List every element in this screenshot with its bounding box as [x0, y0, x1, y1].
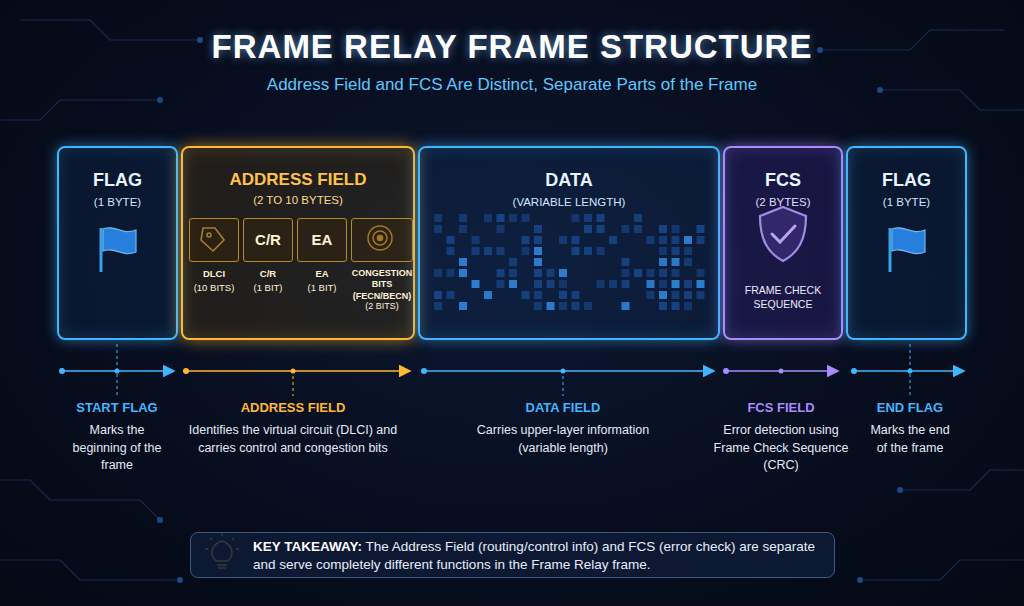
timeline-arrow — [62, 370, 964, 372]
segment-description: Error detection using Frame Check Sequen… — [706, 422, 856, 475]
data-field: DATA (VARIABLE LENGTH) — [418, 146, 720, 340]
segment-name: ADDRESS FIELD — [193, 400, 393, 415]
icon-frame — [189, 218, 239, 262]
field-name: DATA — [420, 170, 718, 191]
flag-field: FLAG (1 BYTE) — [846, 146, 967, 340]
ea-subfield: EA EA (1 BIT) — [297, 218, 347, 330]
field-detail: FRAME CHECK SEQUENCE — [725, 284, 841, 311]
congestion-subfield: CONGESTION BITS (FECN/BECN)(2 BITS) — [351, 218, 413, 330]
segment-description: Marks the end of the frame — [864, 422, 956, 457]
field-detail: (VARIABLE LENGTH) — [420, 196, 718, 208]
field-detail: (2 BITS) — [351, 301, 413, 311]
field-name: EA — [297, 231, 347, 248]
diagram-title: FRAME RELAY FRAME STRUCTURE — [0, 28, 1024, 66]
field-name: DLCI — [189, 268, 239, 279]
fcs-field: FCS (2 BYTES) FRAME CHECK SEQUENCE — [723, 146, 843, 340]
timeline-dot — [59, 368, 913, 374]
segment-name: FCS FIELD — [711, 400, 851, 415]
segment-name: DATA FIELD — [463, 400, 663, 415]
field-detail: (1 BYTE) — [848, 196, 965, 208]
dlci-subfield: DLCI (10 BITS) — [189, 218, 239, 330]
field-detail: (1 BIT) — [297, 282, 347, 293]
field-name: FCS — [725, 170, 841, 191]
field-name: CONGESTION BITS (FECN/BECN) — [351, 268, 413, 302]
field-detail: C/R — [243, 268, 293, 279]
field-detail: (1 BYTE) — [59, 196, 176, 208]
segment-name: END FLAG — [855, 400, 965, 415]
segment-name: START FLAG — [57, 400, 177, 415]
cr-subfield: C/R C/R (1 BIT) — [243, 218, 293, 330]
field-detail: EA — [297, 268, 347, 279]
leader-line — [117, 344, 910, 396]
segment-description: Marks the beginning of the frame — [62, 422, 172, 475]
field-name: ADDRESS FIELD — [183, 170, 413, 190]
address-field: ADDRESS FIELD (2 TO 10 BYTES) DLCI (10 BITS… — [181, 146, 415, 340]
field-name: FLAG — [59, 170, 176, 191]
field-name: C/R — [243, 231, 293, 248]
field-detail: (1 BIT) — [243, 282, 293, 293]
circuit-trace — [0, 20, 1024, 580]
circuit-node — [157, 37, 903, 583]
takeaway-text: KEY TAKEAWAY: The Address Field (routing… — [253, 538, 818, 574]
takeaway-heading: KEY TAKEAWAY: — [253, 539, 362, 554]
icon-frame — [351, 218, 413, 262]
field-detail: (2 TO 10 BYTES) — [183, 194, 413, 206]
key-takeaway: KEY TAKEAWAY: The Address Field (routing… — [190, 532, 835, 578]
diagram-subtitle: Address Field and FCS Are Distinct, Sepa… — [0, 75, 1024, 95]
field-detail: (2 BYTES) — [725, 196, 841, 208]
flag-field: FLAG (1 BYTE) — [57, 146, 178, 340]
segment-description: Carries upper-layer information (variabl… — [473, 422, 653, 457]
segment-description: Identifies the virtual circuit (DLCI) an… — [183, 422, 403, 457]
field-detail: (10 BITS) — [189, 282, 239, 293]
field-name: FLAG — [848, 170, 965, 191]
